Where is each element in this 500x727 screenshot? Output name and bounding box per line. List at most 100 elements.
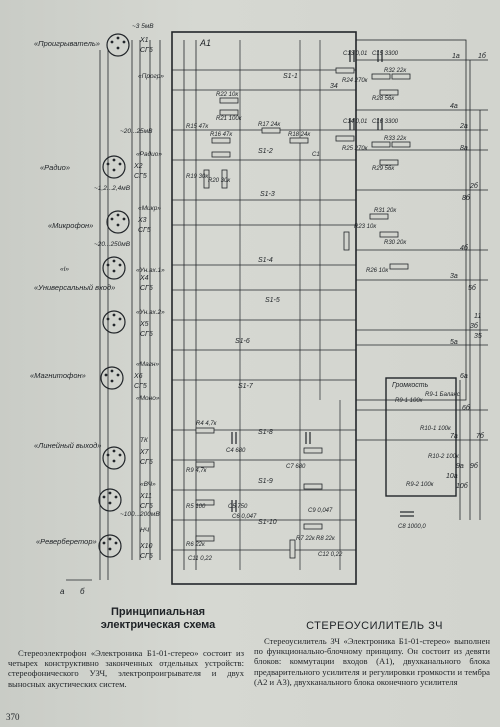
connector-x10: X10	[139, 543, 153, 550]
connector-x1: X1	[139, 37, 149, 44]
connector-x6: X6	[133, 373, 143, 380]
din-sockets	[98, 33, 130, 558]
socket-pins	[102, 36, 126, 551]
out-34: 34	[330, 83, 338, 90]
input-buses	[99, 40, 197, 580]
connector-labels: X1 СГ5 X2 СГ5 X3 СГ5 X4 СГ5 X5 СГ5 X6 СГ…	[133, 37, 153, 560]
out-6a: 6а	[460, 373, 468, 380]
bus-universal-2: «Ун.вх.2»	[136, 309, 165, 316]
volume-r9-1: R9-1 100к	[395, 398, 424, 404]
component-glyphs	[195, 67, 411, 559]
out-35: 35	[474, 333, 482, 340]
switch-wiring	[172, 40, 356, 570]
socket-x6: СГ5	[134, 383, 147, 390]
level-radio: ~20...25мВ	[120, 128, 153, 135]
switch-s1-5: S1-5	[265, 297, 280, 304]
out-8a: 8а	[460, 145, 468, 152]
terminal-a: а	[60, 587, 65, 596]
label-r16: R16 47к	[210, 132, 233, 138]
input-name-tape: «Магнитофон»	[30, 371, 86, 380]
volume-r9-2: R9-2 100к	[406, 482, 435, 488]
label-c5: C5 750	[228, 504, 248, 510]
label-r30: R30 20к	[384, 240, 407, 246]
label-r5: R5 100	[186, 504, 206, 510]
bus-line-tk: ТК	[140, 437, 149, 444]
label-r9: R9 4,7к	[186, 468, 208, 474]
label-r17: R17 24к	[258, 122, 281, 128]
level-hf: ~100...200мВ	[120, 511, 160, 518]
out-5a: 5а	[450, 339, 458, 346]
label-r25: R25 270к	[342, 146, 369, 152]
bus-tape: «Магн»	[136, 361, 160, 368]
label-c7: C7 680	[286, 464, 306, 470]
input-name-player: «Проигрыватель»	[34, 39, 100, 48]
level-player: ~3 5мВ	[132, 23, 154, 30]
input-names: «Проигрыватель» «Радио» «Микрофон» «Унив…	[30, 39, 115, 546]
connector-x3: X3	[137, 217, 147, 224]
label-r7: R7 22к	[296, 536, 316, 542]
label-c12: C12 0,22	[318, 552, 343, 558]
component-labels: C13 0,01 C15 3300 R24 270к R32 22к R28 5…	[186, 51, 426, 562]
label-r4: R4 4,7к	[196, 421, 218, 427]
input-name-reverb: «Реверберетор»	[36, 537, 97, 546]
bus-labels: ~3 5мВ «Прогр» ~20...25мВ «Радио» ~1,2..…	[60, 23, 165, 534]
volume-r10-1: R10-1 100к	[420, 426, 452, 432]
volume-r10-2: R10-2 100к	[428, 454, 460, 460]
page-number: 370	[6, 712, 20, 722]
input-name-radio: «Радио»	[40, 163, 70, 172]
label-c15: C15 3300	[372, 51, 399, 57]
bus-hf: «ВЧ»	[140, 481, 156, 488]
input-name-line-out: «Линейный выход»	[34, 441, 101, 450]
out-6b: 6б	[462, 404, 471, 412]
label-r26: R26 10к	[366, 268, 389, 274]
label-r20: R20 30к	[208, 178, 231, 184]
socket-x5: СГ5	[140, 331, 153, 338]
label-c9: C9 0,047	[308, 508, 333, 514]
out-1a: 1а	[452, 53, 460, 60]
label-r32: R32 22к	[384, 68, 407, 74]
switch-s1-10: S1-10	[258, 519, 277, 526]
out-1b: 1б	[478, 52, 487, 60]
switch-s1-9: S1-9	[258, 478, 273, 485]
terminal-b: б	[80, 587, 85, 596]
out-2b: 2б	[469, 182, 479, 190]
label-c1: C1	[312, 152, 320, 158]
input-name-mic: «Микрофон»	[48, 221, 93, 230]
label-r33: R33 22к	[384, 136, 407, 142]
out-7b: 7б	[476, 432, 485, 440]
tag-universal: «I»	[60, 266, 69, 273]
out-4a: 4а	[450, 103, 458, 110]
input-name-universal: «Универсальный вход»	[34, 283, 115, 292]
switch-s1-3: S1-3	[260, 191, 275, 198]
label-c4: C4 680	[226, 448, 246, 454]
section-title: СТЕРЕОУСИЛИТЕЛЬ ЗЧ	[306, 620, 443, 632]
label-r24: R24 270к	[342, 78, 369, 84]
out-9a: 9а	[456, 463, 464, 470]
volume-balance: R9-1 Баланс	[425, 392, 460, 398]
label-c11: C11 0,22	[188, 556, 213, 562]
socket-x11: СГ5	[140, 503, 153, 510]
connector-x2: X2	[133, 163, 143, 170]
bus-player: «Прогр»	[138, 73, 164, 80]
label-c8: C8 1000,0	[398, 524, 426, 530]
bus-reverb-lf: НЧ	[140, 527, 150, 534]
connector-x5: X5	[139, 321, 149, 328]
label-r22: R22 10к	[216, 92, 239, 98]
switch-s1-1: S1-1	[283, 73, 298, 80]
label-r28: R28 56к	[372, 96, 395, 102]
out-2a: 2а	[459, 123, 468, 130]
label-r23: R23 10к	[354, 224, 377, 230]
bus-mic: «Микр»	[138, 205, 161, 212]
label-r15: R15 47к	[186, 124, 209, 130]
connector-x11: X11	[139, 493, 152, 500]
board-a1-label: A1	[199, 38, 211, 48]
socket-x4: СГ5	[140, 285, 153, 292]
bus-radio: «Радио»	[136, 150, 162, 158]
output-rails	[356, 59, 488, 520]
label-c6: C6 0,047	[232, 514, 257, 520]
out-8b: 8б	[462, 194, 471, 202]
out-10a: 10а	[446, 473, 458, 480]
level-radio-2: ~1,2...2,4мВ	[94, 185, 131, 192]
label-r21: R21 100к	[216, 116, 243, 122]
